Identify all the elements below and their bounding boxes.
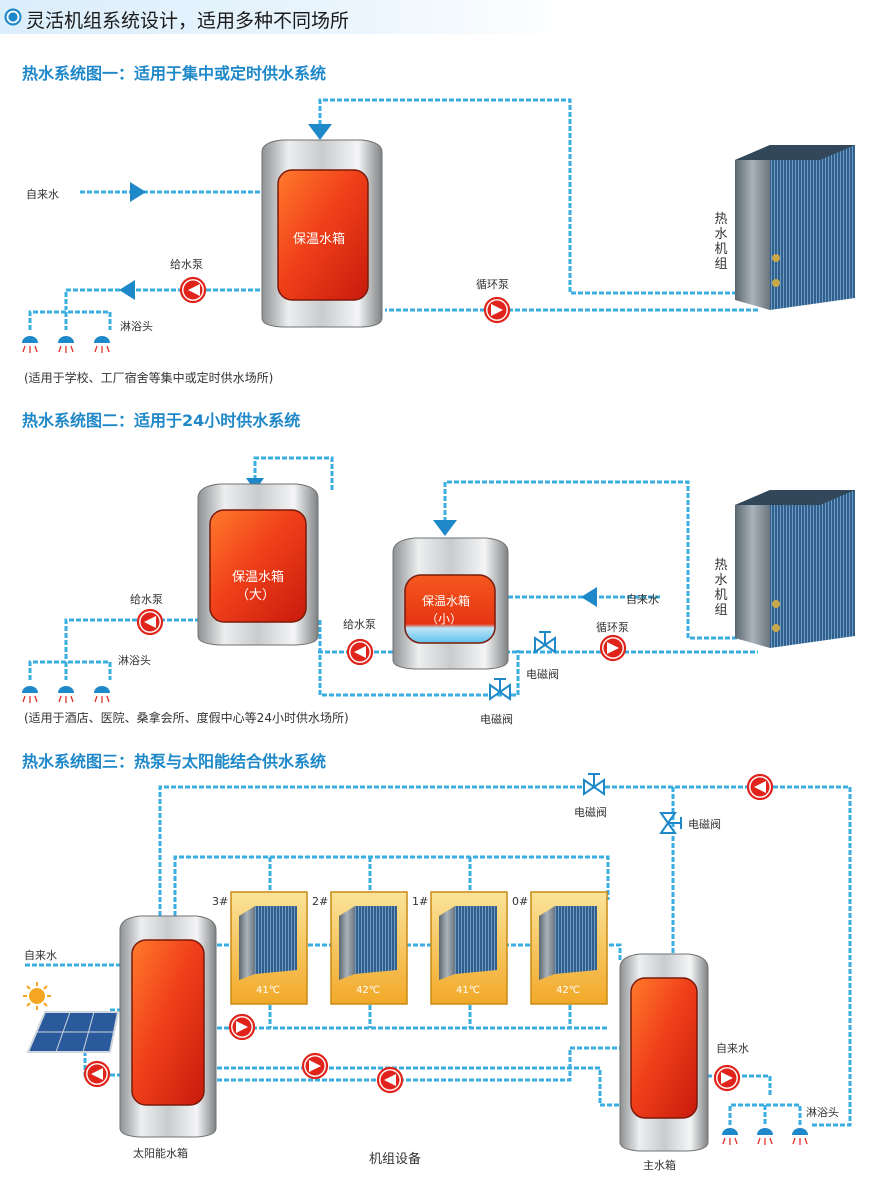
unit-id-label: 1# bbox=[412, 895, 429, 908]
circulation-pump-label: 循环泵 bbox=[596, 621, 629, 634]
supply-pump-label: 给水泵 bbox=[170, 258, 203, 271]
insulated-tank-small bbox=[392, 537, 509, 670]
solar-tank-label: 太阳能水箱 bbox=[133, 1147, 188, 1160]
flow-arrow-right-icon bbox=[130, 182, 146, 202]
heat-pump-array bbox=[230, 891, 608, 1005]
diagram2-note: (适用于酒店、医院、桑拿会所、度假中心等24小时供水场所) bbox=[24, 711, 349, 725]
insulated-tank-large bbox=[197, 483, 319, 646]
equipment-label: 机组设备 bbox=[369, 1152, 422, 1167]
unit-temperature: 41℃ bbox=[456, 985, 480, 996]
heat-pump-unit bbox=[530, 891, 608, 1005]
header-banner bbox=[0, 0, 575, 34]
diagram2-markers bbox=[21, 478, 627, 704]
circle-badge-icon bbox=[4, 8, 22, 26]
heat-pump-unit bbox=[430, 891, 508, 1005]
tap-water-label: 自来水 bbox=[626, 593, 659, 606]
unit-id-label: 2# bbox=[312, 895, 329, 908]
diagram1-markers bbox=[21, 124, 511, 354]
solenoid-valve-label: 电磁阀 bbox=[526, 668, 559, 681]
shower-label: 淋浴头 bbox=[806, 1106, 839, 1119]
insulated-tank-1 bbox=[261, 139, 383, 328]
flow-arrow-left-icon bbox=[119, 280, 135, 300]
tap-water-label: 自来水 bbox=[26, 188, 59, 201]
solenoid-valve-label: 电磁阀 bbox=[574, 806, 607, 819]
unit-temperature: 42℃ bbox=[356, 985, 380, 996]
heat-pump-unit-1 bbox=[735, 145, 855, 310]
main-tank-label: 主水箱 bbox=[643, 1159, 676, 1172]
shower-label: 淋浴头 bbox=[118, 654, 151, 667]
supply-pump-mid-label: 给水泵 bbox=[343, 618, 376, 631]
heat-pump-unit-label: 热水机组 bbox=[714, 212, 728, 272]
shower-head-icon bbox=[21, 685, 39, 704]
circulation-pump-label: 循环泵 bbox=[476, 278, 509, 291]
unit-id-label: 0# bbox=[512, 895, 529, 908]
shower-head-icon bbox=[57, 335, 75, 354]
tap-water-label: 自来水 bbox=[24, 949, 57, 962]
solenoid-valve-label: 电磁阀 bbox=[688, 818, 721, 831]
diagram1 bbox=[28, 98, 758, 330]
sun-icon bbox=[23, 982, 51, 1010]
diagram2-title: 热水系统图二：适用于24小时供水系统 bbox=[22, 411, 301, 430]
shower-head-icon bbox=[93, 685, 111, 704]
heat-pump-unit bbox=[230, 891, 308, 1005]
heat-pump-unit-label: 热水机组 bbox=[714, 558, 728, 618]
diagram3-title: 热水系统图三：热泵与太阳能结合供水系统 bbox=[22, 752, 327, 771]
diagram3-markers bbox=[83, 773, 809, 1146]
shower-head-icon bbox=[791, 1127, 809, 1146]
heat-pump-unit-2 bbox=[735, 490, 855, 648]
large-tank-size: （大） bbox=[236, 588, 276, 603]
unit-id-label: 3# bbox=[212, 895, 229, 908]
shower-head-icon bbox=[21, 335, 39, 354]
page-title: 灵活机组系统设计，适用多种不同场所 bbox=[26, 10, 350, 32]
shower-head-icon bbox=[756, 1127, 774, 1146]
heat-pump-unit bbox=[330, 891, 408, 1005]
shower-head-icon bbox=[721, 1127, 739, 1146]
large-tank-label: 保温水箱 bbox=[232, 570, 285, 585]
shower-head-icon bbox=[93, 335, 111, 354]
solenoid-valve-label: 电磁阀 bbox=[480, 713, 513, 726]
small-tank-label: 保温水箱 bbox=[422, 594, 471, 608]
diagram1-note: (适用于学校、工厂宿舍等集中或定时供水场所) bbox=[24, 371, 274, 385]
supply-pump-left-label: 给水泵 bbox=[130, 593, 163, 606]
diagram1-title: 热水系统图一：适用于集中或定时供水系统 bbox=[22, 64, 327, 83]
flow-arrow-down-icon bbox=[308, 124, 332, 140]
tank-label: 保温水箱 bbox=[293, 232, 346, 247]
unit-temperature: 41℃ bbox=[256, 985, 280, 996]
solenoid-valve-icon bbox=[660, 812, 682, 834]
shower-label: 淋浴头 bbox=[120, 320, 153, 333]
solenoid-valve-icon bbox=[583, 773, 605, 795]
main-water-tank bbox=[619, 953, 709, 1152]
small-tank-size: （小） bbox=[426, 612, 463, 626]
flow-arrow-down-icon bbox=[433, 520, 457, 536]
unit-temperature: 42℃ bbox=[556, 985, 580, 996]
flow-arrow-left-icon bbox=[581, 587, 597, 607]
solar-panel-icon bbox=[26, 1011, 120, 1053]
tap-water-label: 自来水 bbox=[716, 1042, 749, 1055]
solar-water-tank bbox=[119, 915, 217, 1138]
shower-head-icon bbox=[57, 685, 75, 704]
solenoid-valve-icon bbox=[534, 631, 556, 653]
